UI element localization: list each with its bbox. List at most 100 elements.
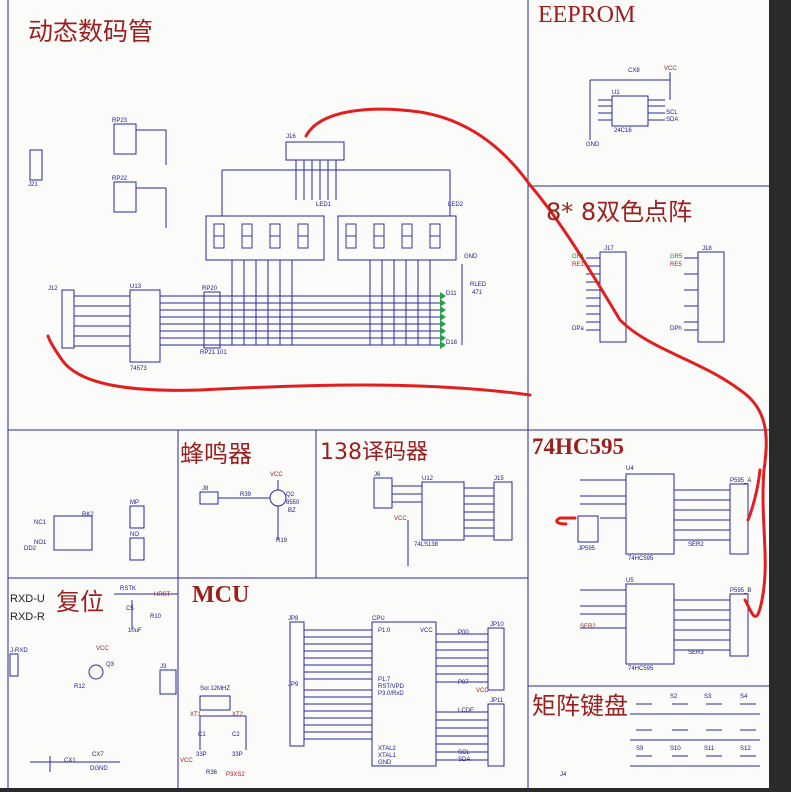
label-j3: J3 <box>160 664 167 670</box>
label-r36: R36 <box>206 770 218 776</box>
label-r19: R19 <box>276 538 288 544</box>
label-jp595: JP595 <box>578 546 596 552</box>
label-p07: P07 <box>458 680 469 686</box>
label-j21: J21 <box>28 182 38 188</box>
label-vcc-reset: VCC <box>96 646 109 652</box>
label-cx7: CX7 <box>92 752 104 758</box>
window-edge-bottom <box>0 788 791 792</box>
label-r39: R39 <box>240 492 252 498</box>
title-mcu: MCU <box>192 582 250 608</box>
label-p3xs2: P3XS2 <box>226 772 245 778</box>
label-jp11: JP11 <box>490 698 504 704</box>
label-jp10: JP10 <box>490 622 504 628</box>
label-mp: MP <box>130 500 139 506</box>
title-reset: 复位 <box>56 588 104 616</box>
label-xt2: XT2 <box>232 712 244 718</box>
label-rst-vpd: RST/VPD <box>378 684 405 690</box>
label-rp20: RP20 <box>202 286 218 292</box>
label-rled: RLED <box>470 282 487 288</box>
label-s3: S3 <box>704 694 712 700</box>
label-74573: 74573 <box>130 366 147 372</box>
label-led2: LED2 <box>448 202 464 208</box>
label-re1: RE1 <box>572 262 584 268</box>
label-gr5: GR5 <box>670 254 683 260</box>
led2-display <box>337 215 457 261</box>
label-s10: S10 <box>670 746 681 752</box>
label-ser2-in: SER2 <box>580 624 596 630</box>
label-s9: S9 <box>636 746 644 752</box>
label-vcc-cpu: VCC <box>420 628 433 634</box>
j15-header <box>493 481 513 541</box>
jp10-header <box>487 627 505 691</box>
j6-header <box>373 477 393 509</box>
label-xt1: XT1 <box>190 712 202 718</box>
label-p10: P1.0 <box>378 628 391 634</box>
u12-74ls138 <box>421 481 465 541</box>
title-decoder-138: 138译码器 <box>320 440 428 465</box>
label-u1: U1 <box>612 90 620 96</box>
seven-segment-digits <box>213 223 441 249</box>
label-sol-12mhz: Sol 12MHZ <box>200 686 231 692</box>
rxd-header <box>9 653 19 677</box>
label-vcc-138: VCC <box>394 516 407 522</box>
label-j8: J8 <box>202 486 209 492</box>
label-10uf: 10uF <box>128 628 142 634</box>
label-s2: S2 <box>670 694 678 700</box>
q3-transistor <box>88 664 104 680</box>
label-hrst: HRST <box>154 592 171 598</box>
label-24c16: 24C16 <box>614 128 632 134</box>
label-jp9: JP9 <box>288 682 299 688</box>
u13-74573 <box>129 289 161 363</box>
label-lcde: LCDE <box>458 708 475 714</box>
label-r12: R12 <box>74 684 86 690</box>
p595a-header <box>729 483 749 555</box>
label-q3: Q3 <box>106 662 115 668</box>
rp20-resistor-pack <box>203 291 221 349</box>
label-rp22: RP22 <box>112 176 128 182</box>
label-jp8: JP8 <box>288 616 299 622</box>
label-xtal1: XTAL1 <box>378 753 396 759</box>
j17-header <box>599 251 627 343</box>
label-p30: P3.0/RxD <box>378 691 404 697</box>
label-rstk: RSTK <box>120 586 137 592</box>
label-cx8: CX8 <box>628 68 640 74</box>
label-p17: P1.7 <box>378 677 391 683</box>
label-j12: J12 <box>48 286 58 292</box>
label-p595a: P595_A <box>730 478 752 484</box>
title-matrix-keypad: 矩阵键盘 <box>532 692 628 720</box>
label-j15: J15 <box>494 476 504 482</box>
label-s12: S12 <box>740 746 751 752</box>
label-gr1: GR1 <box>572 254 585 260</box>
label-j-rxd: J-RXD <box>10 648 28 654</box>
label-xtal2: XTAL2 <box>378 746 396 752</box>
label-rp23: RP23 <box>112 118 128 124</box>
led1-display <box>205 215 325 261</box>
label-8550: 8550 <box>286 500 300 506</box>
label-j4: J4 <box>560 772 567 778</box>
title-led-matrix: 8* 8双色点阵 <box>546 198 693 226</box>
label-vcc-ea: VCC <box>476 688 489 694</box>
label-gnd-eeprom: GND <box>586 142 600 148</box>
cpu-chip <box>371 621 437 767</box>
label-j6: J6 <box>374 472 381 478</box>
label-bz: BZ <box>288 508 296 514</box>
rk2-relay <box>53 515 93 551</box>
label-s4: S4 <box>740 694 748 700</box>
p595b-header <box>729 593 749 657</box>
u5-74hc595 <box>625 583 675 665</box>
label-j17: J17 <box>604 246 614 252</box>
label-s11: S11 <box>704 746 715 752</box>
label-dph: DPh <box>670 326 682 332</box>
label-c5: C5 <box>126 606 134 612</box>
label-u13: U13 <box>130 284 142 290</box>
label-r10: R10 <box>150 614 162 620</box>
title-dynamic-tube: 动态数码管 <box>28 17 154 46</box>
label-re5: RE5 <box>670 262 682 268</box>
label-74hc595-a: 74HC595 <box>628 556 654 562</box>
label-j18: J18 <box>702 246 712 252</box>
mp-header <box>129 505 145 529</box>
label-gnd-cpu: GND <box>378 760 392 766</box>
title-74hc595: 74HC595 <box>532 434 624 459</box>
label-p595b: P595_B <box>730 588 752 594</box>
